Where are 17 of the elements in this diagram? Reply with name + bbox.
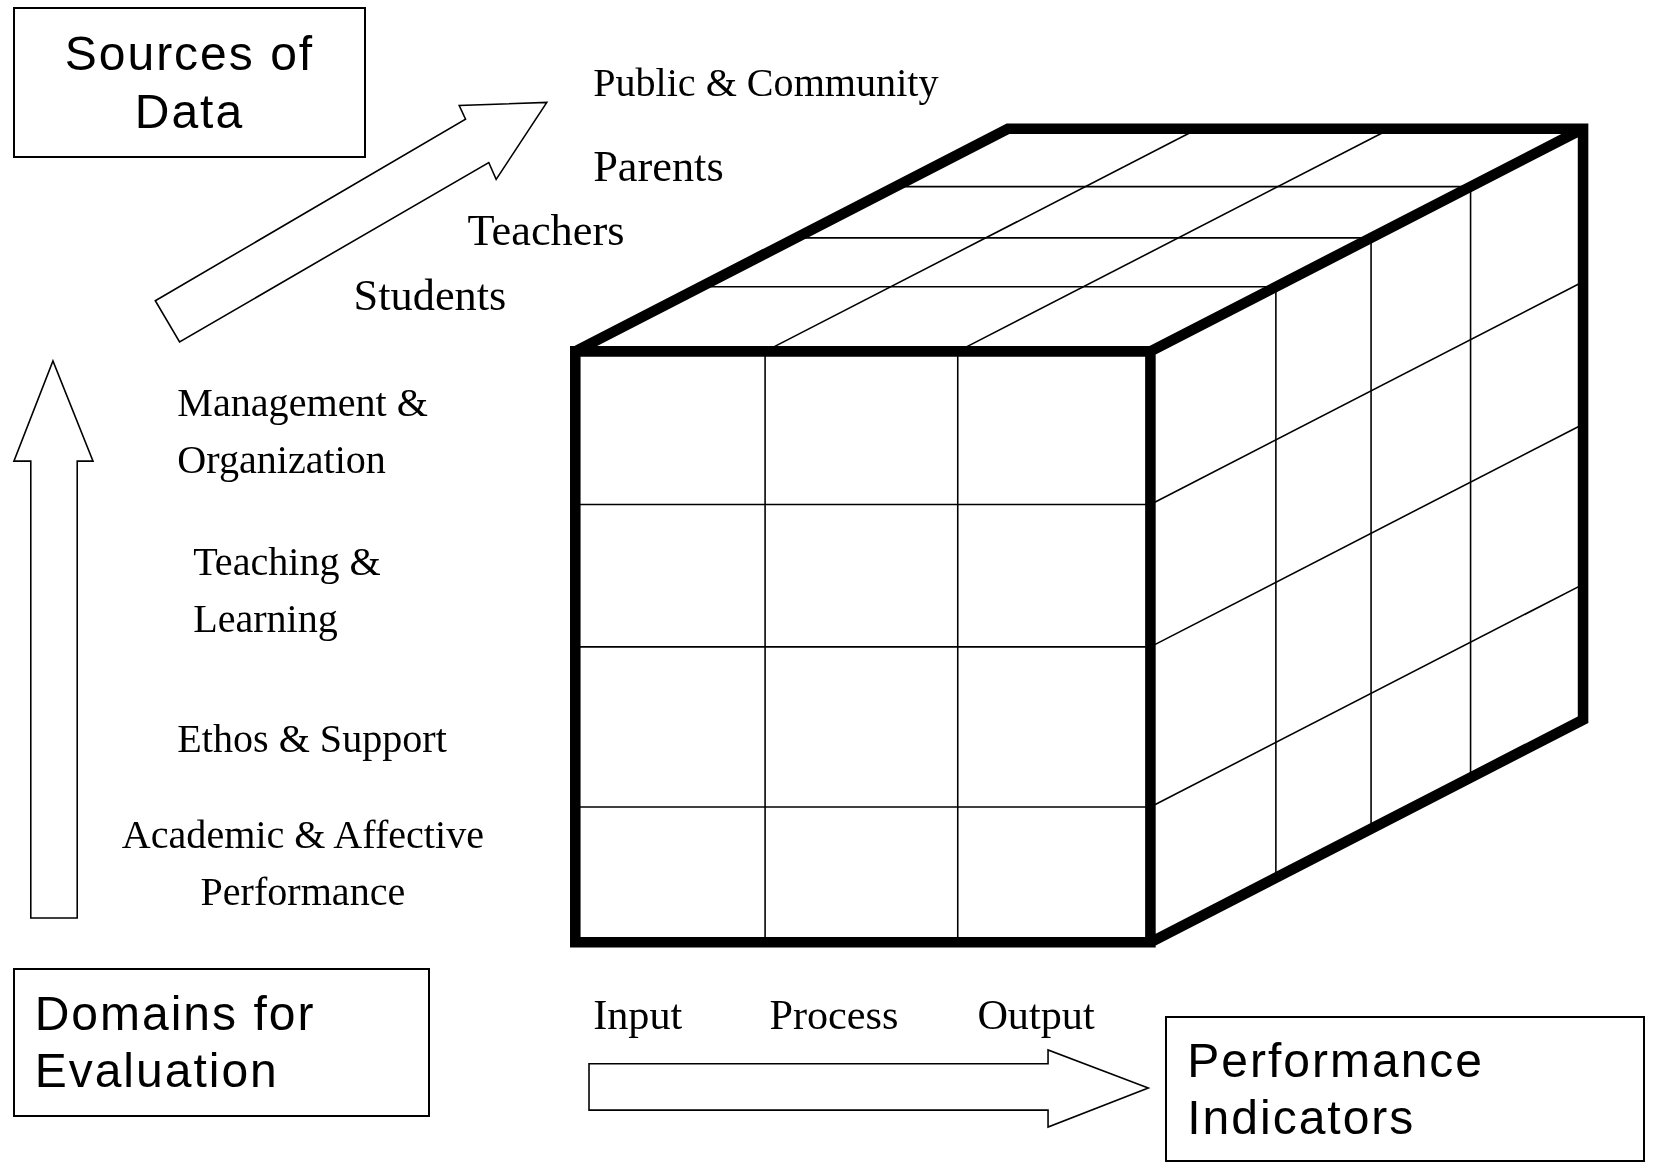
axis-label: Public & Community (593, 58, 940, 107)
axis-label: Input (593, 989, 684, 1040)
title-box (12, 7, 367, 159)
axis-label: Output (977, 989, 1096, 1040)
axis-label: Teachers (467, 204, 626, 258)
axis-label: Parents (593, 140, 725, 194)
axis-label: Process (769, 989, 900, 1040)
title-box (1165, 1016, 1646, 1163)
axis-label: Management & Organization (177, 378, 429, 484)
axis-label: Ethos & Support (177, 715, 448, 764)
axis-label: Students (353, 268, 508, 322)
box-title: Sources of Data (63, 26, 316, 140)
axis-label: Academic & Affective Performance (120, 811, 485, 917)
box-title: Domains for Evaluation (34, 985, 317, 1100)
axis-label: Teaching & Learning (193, 538, 382, 643)
title-box (12, 967, 430, 1117)
box-title: Performance Indicators (1187, 1032, 1486, 1147)
